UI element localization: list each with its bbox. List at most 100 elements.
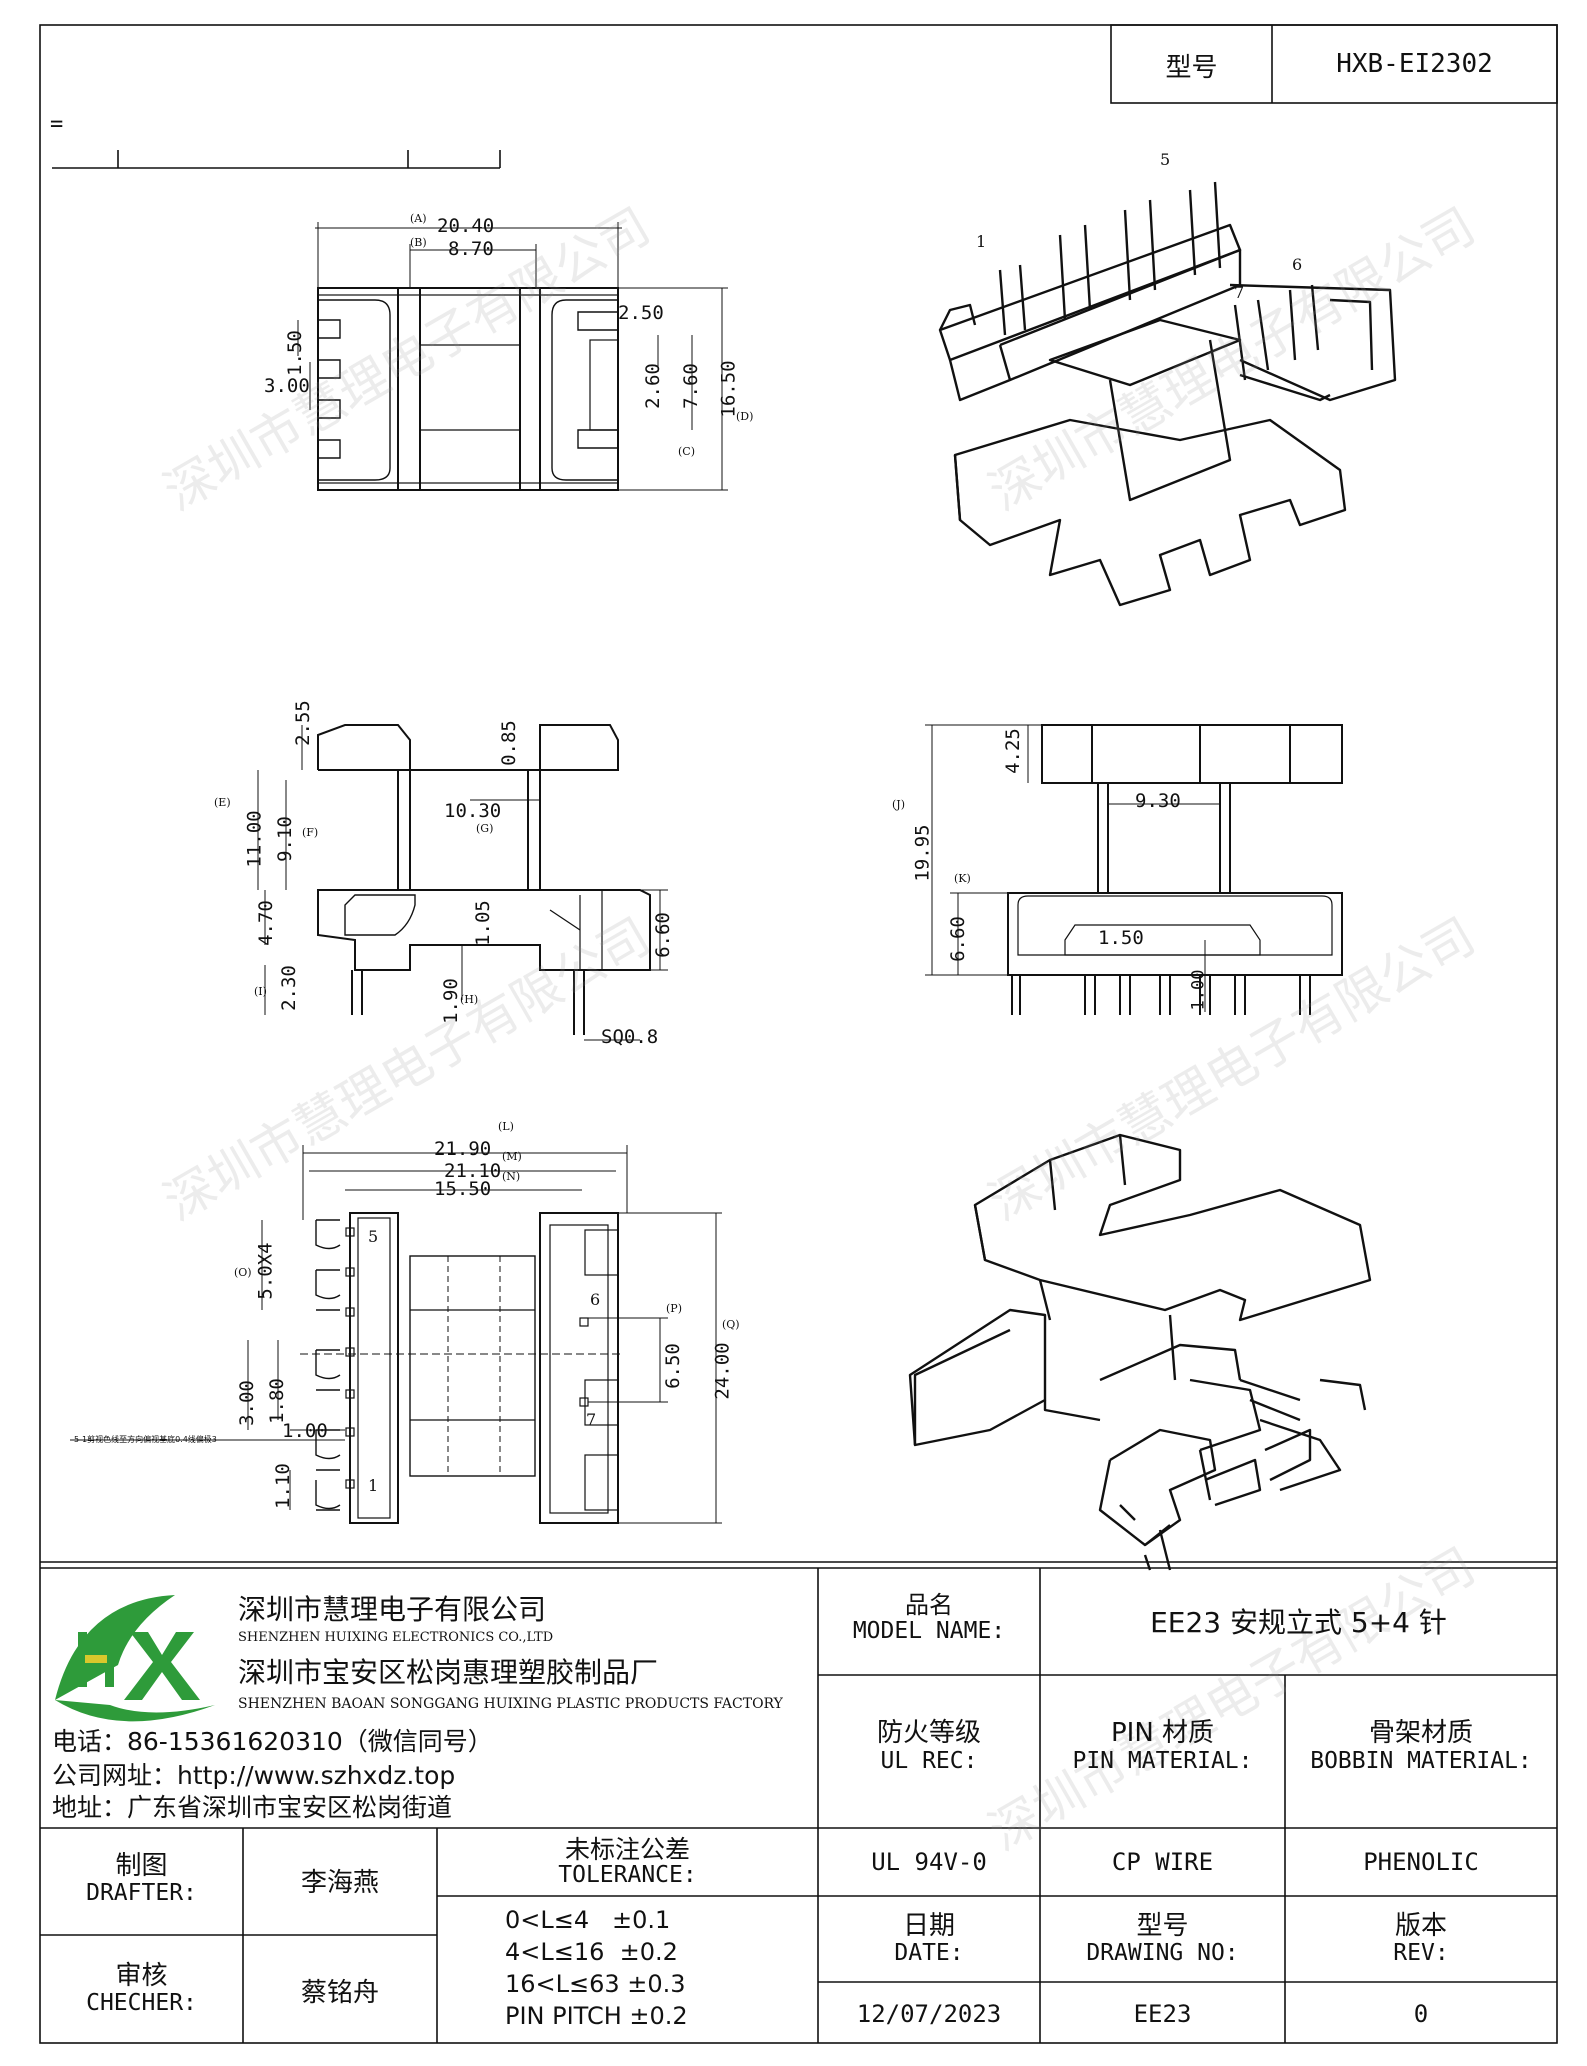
model-name-label-en: MODEL NAME: [852, 1618, 1006, 1644]
iso-pin-1: 1 [976, 232, 987, 251]
dim-d-tag: (D) [736, 410, 754, 423]
tolerance-row-1: 0<L≤4 ±0.1 [505, 1906, 671, 1934]
drafter-value: 李海燕 [300, 1868, 379, 1898]
side-dim-i: 2.30 [277, 965, 300, 1011]
factory-name-en: SHENZHEN BAOAN SONGGANG HUIXING PLASTIC … [238, 1696, 783, 1712]
company-website: 公司网址：http://www.szhxdz.top [52, 1761, 456, 1790]
bottom-dim-110: 1.10 [271, 1463, 294, 1509]
rev-label-cn: 版本 [1394, 1911, 1447, 1941]
isometric-top-drawing [938, 181, 1397, 607]
front-dim-top: 4.25 [1001, 728, 1024, 774]
bottom-dim-m: 21.10 [444, 1160, 502, 1182]
bobbin-label-en: BOBBIN MATERIAL: [1310, 1748, 1532, 1774]
model-name-value: EE23 安规立式 5+4 针 [1150, 1606, 1447, 1639]
bottom-dim-100: 1.00 [282, 1420, 328, 1442]
drafter-label-cn: 制图 [115, 1851, 168, 1881]
company-phone: 电话：86-15361620310（微信同号） [52, 1727, 493, 1756]
iso-pin-5: 5 [1160, 150, 1171, 169]
side-dim-flange: 4.70 [254, 900, 277, 946]
factory-name-cn: 深圳市宝安区松岗惠理塑胶制品厂 [238, 1656, 659, 1689]
ul-value: UL 94V-0 [871, 1848, 987, 1876]
side-dim-f-tag: (F) [302, 826, 319, 839]
front-dim-width: 9.30 [1135, 790, 1181, 812]
pin-label-cn: PIN 材质 [1110, 1718, 1215, 1748]
bottom-dim-q-tag: (Q) [722, 1318, 740, 1331]
company-logo [55, 1595, 215, 1722]
dim-b: 8.70 [448, 238, 494, 260]
pin-value: CP WIRE [1111, 1848, 1214, 1876]
front-dim-j: 19.95 [911, 824, 934, 882]
bottom-dim-n: 15.50 [434, 1178, 492, 1200]
front-dim-pin: 1.00 [1188, 969, 1209, 1011]
front-dim-slot: 1.50 [1098, 927, 1144, 949]
drafter-label-en: DRAFTER: [86, 1880, 197, 1906]
dim-slot: 2.50 [618, 302, 664, 324]
iso-pin-6: 6 [1292, 255, 1303, 274]
iso-pin-7: 7 [1234, 283, 1245, 302]
side-dim-g-tag: (G) [476, 822, 494, 835]
header-model-value: HXB-EI2302 [1336, 49, 1493, 79]
drawing-no-label-cn: 型号 [1136, 1911, 1189, 1941]
date-value: 12/07/2023 [856, 2000, 1002, 2028]
side-dim-top: 2.55 [291, 700, 314, 746]
equals-mark: = [50, 112, 64, 137]
side-dim-g: 10.30 [444, 800, 502, 822]
bottom-dim-o: 5.0X4 [254, 1242, 277, 1300]
title-block-grid [40, 1561, 1557, 2043]
dim-a: 20.40 [437, 215, 495, 237]
tolerance-row-3: 16<L≤63 ±0.3 [505, 1970, 686, 1998]
bottom-pin-5: 5 [368, 1227, 379, 1246]
tolerance-row-2: 4<L≤16 ±0.2 [505, 1938, 678, 1966]
drawing-no-value: EE23 [1133, 2000, 1192, 2028]
side-dim-i-tag: (I) [254, 985, 267, 998]
bottom-dim-180: 1.80 [265, 1378, 288, 1424]
date-label-en: DATE: [894, 1940, 964, 1966]
ul-label-cn: 防火等级 [876, 1718, 981, 1748]
front-view-drawing [925, 724, 1343, 1015]
side-dim-gap: 0.85 [497, 720, 520, 766]
tolerance-label-cn: 未标注公差 [564, 1835, 690, 1864]
rev-label-en: REV: [1393, 1940, 1449, 1966]
front-dim-j-tag: (J) [892, 798, 905, 811]
bottom-dim-n-tag: (N) [502, 1170, 521, 1183]
company-name-en: SHENZHEN HUIXING ELECTRONICS CO.,LTD [238, 1630, 554, 1645]
bottom-dim-q: 24.00 [711, 1342, 734, 1400]
header-model-label: 型号 [1165, 53, 1218, 83]
dim-c: 7.60 [679, 363, 702, 409]
bottom-pin-6: 6 [590, 1290, 601, 1309]
checker-value: 蔡铭舟 [300, 1978, 379, 2008]
side-view-drawing [257, 724, 668, 1041]
model-name-label-cn: 品名 [905, 1591, 953, 1619]
dim-p2: 2.60 [641, 363, 664, 409]
logo-text: HX [110, 1680, 111, 1681]
dim-b-tag: (B) [410, 236, 427, 249]
dim-pin-width: 3.00 [264, 375, 310, 397]
bottom-pin-1: 1 [368, 1476, 379, 1495]
isometric-bottom-drawing [908, 1133, 1372, 1571]
header-model-box [1110, 24, 1558, 104]
bottom-dim-p: 6.50 [661, 1343, 684, 1389]
dim-c-tag: (C) [678, 445, 695, 458]
rev-value: 0 [1413, 2000, 1429, 2028]
company-name-cn: 深圳市慧理电子有限公司 [238, 1593, 547, 1626]
bottom-note: 5-1剪视色线至方向偏视基底0.4线偏极3 [74, 1435, 217, 1444]
pin-label-en: PIN MATERIAL: [1072, 1748, 1253, 1774]
bottom-dim-o-tag: (O) [234, 1266, 252, 1279]
checker-label-cn: 审核 [115, 1961, 168, 1991]
dim-pin-pitch: 1.50 [283, 330, 306, 376]
bottom-dim-l-tag: (L) [498, 1120, 514, 1133]
bottom-view-drawing [70, 1145, 722, 1524]
dim-a-tag: (A) [410, 212, 427, 225]
date-label-cn: 日期 [902, 1911, 955, 1941]
front-dim-k-tag: (K) [954, 872, 971, 885]
bottom-dim-l: 21.90 [434, 1138, 492, 1160]
side-dim-wall: 1.05 [471, 900, 494, 946]
side-dim-f: 9.10 [273, 816, 296, 862]
sheet-border [39, 24, 1558, 2044]
ul-label-en: UL REC: [880, 1748, 978, 1774]
drawing-no-label-en: DRAWING NO: [1086, 1940, 1239, 1966]
side-dim-e: 11.00 [243, 810, 266, 868]
bobbin-label-cn: 骨架材质 [1368, 1718, 1473, 1748]
bobbin-value: PHENOLIC [1363, 1848, 1479, 1876]
